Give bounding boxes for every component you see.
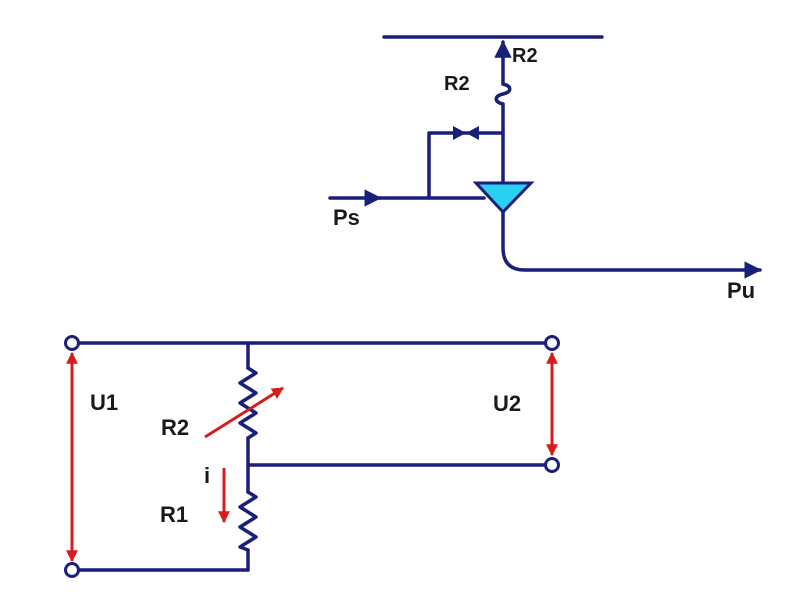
- output-terminal-top: [544, 335, 560, 351]
- current-label: i: [204, 463, 210, 488]
- feedback-label-top: R2: [512, 45, 538, 67]
- electrical-circuit: U1 U2 R2 i R1: [64, 335, 560, 578]
- output-voltage-label: U2: [493, 391, 521, 416]
- input-voltage-label: U1: [90, 390, 118, 415]
- output-label: Pu: [727, 278, 755, 303]
- input-terminal-bottom: [64, 562, 80, 578]
- input-terminal-top: [64, 335, 80, 351]
- fixed-resistor-zigzag: [238, 490, 258, 552]
- variable-resistor-zigzag: [238, 366, 258, 440]
- restriction-valve-icon: [453, 126, 479, 140]
- output-terminal-bottom: [544, 457, 560, 473]
- feedback-bellows-icon: [494, 82, 512, 106]
- feedback-label-side: R2: [444, 73, 470, 95]
- pneumatic-circuit: R2 R2 Ps Pu: [328, 35, 762, 303]
- variable-resistor-label: R2: [161, 415, 189, 440]
- fixed-resistor-label: R1: [160, 502, 188, 527]
- amplifier-icon: [472, 181, 535, 215]
- variable-resistor-arrow: [204, 386, 285, 439]
- supply-label: Ps: [333, 205, 360, 230]
- output-line: [501, 210, 762, 279]
